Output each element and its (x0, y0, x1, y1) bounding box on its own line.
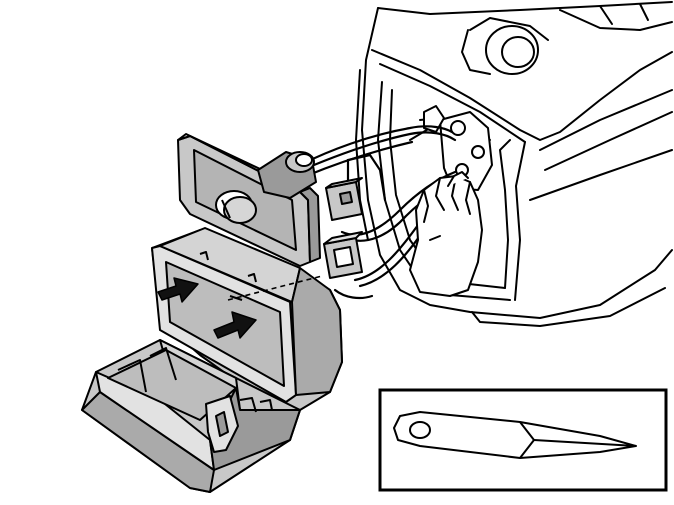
push-arrow-lower (213, 311, 257, 339)
hand (409, 171, 483, 297)
connector-lower (323, 231, 363, 279)
tool-inset (378, 388, 668, 492)
dashboard-console (355, 1, 673, 327)
ashtray-drawer (81, 339, 301, 493)
switch-panel (177, 133, 321, 267)
lighter-socket (257, 151, 317, 199)
pry-tool-icon (393, 411, 637, 459)
push-arrow-upper (157, 277, 199, 303)
connector-upper (325, 177, 363, 221)
